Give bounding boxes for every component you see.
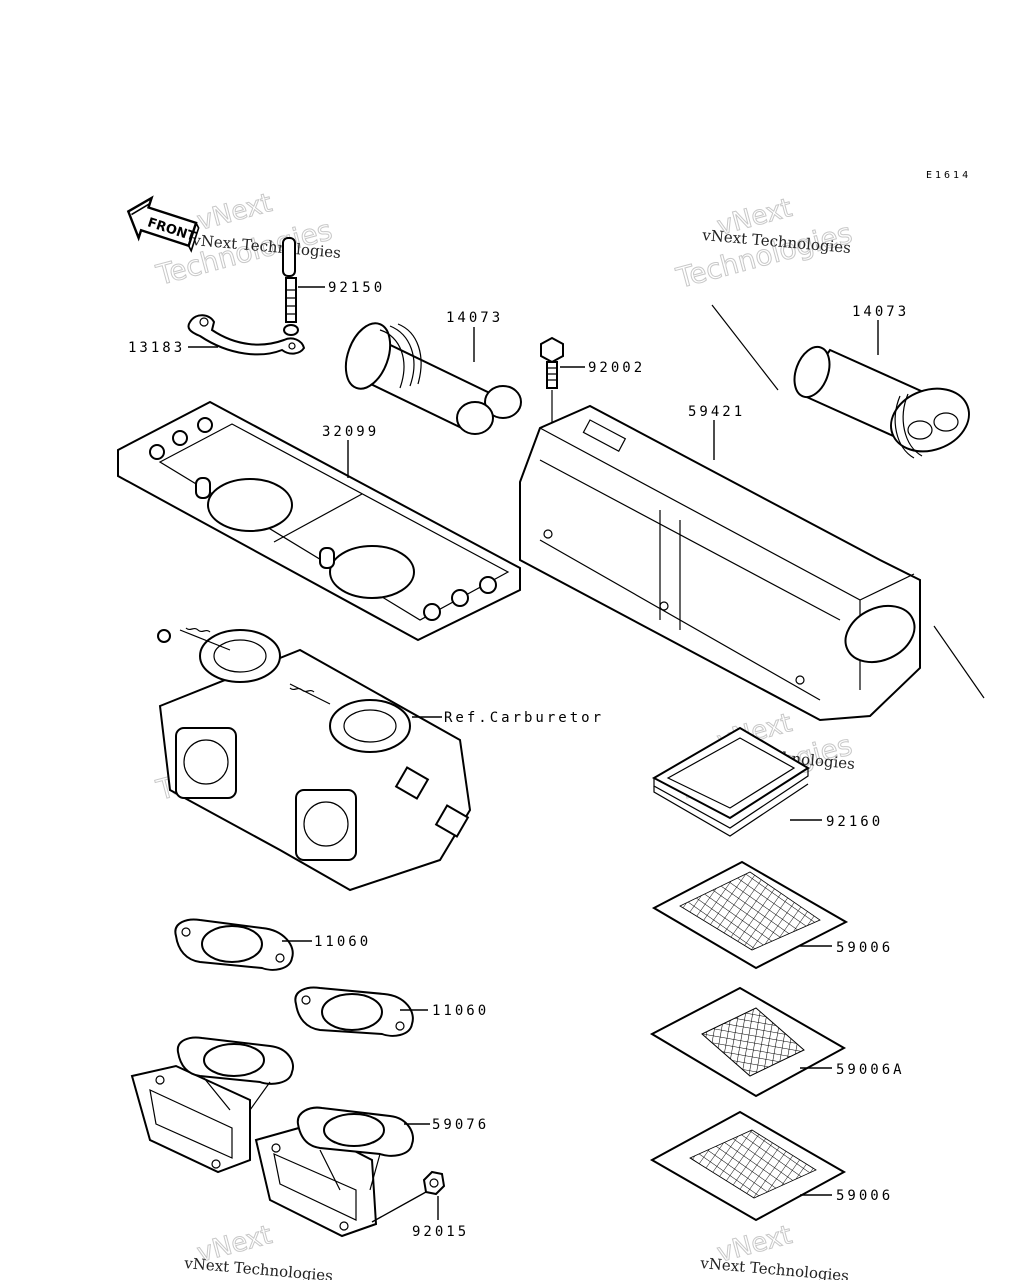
gasket-11060-lower bbox=[294, 986, 414, 1037]
diagram-code: E1614 bbox=[926, 170, 971, 181]
funnel-14073-left bbox=[344, 322, 522, 435]
pin-92150 bbox=[282, 237, 299, 336]
gasket-11060-upper bbox=[174, 918, 294, 971]
label-14073-right: 14073 bbox=[852, 304, 909, 320]
label-92160: 92160 bbox=[826, 814, 883, 830]
label-92002: 92002 bbox=[588, 360, 645, 376]
indicator-line-bottom bbox=[933, 625, 985, 699]
label-59006A: 59006A bbox=[836, 1062, 905, 1078]
watermark-small: vNext Technologies bbox=[699, 1254, 850, 1280]
label-ref-carburetor: Ref.Carburetor bbox=[444, 710, 604, 726]
nut-92015 bbox=[422, 1170, 446, 1196]
funnel-14073-right bbox=[793, 345, 970, 459]
label-13183: 13183 bbox=[128, 340, 185, 356]
screen-59006A bbox=[649, 986, 847, 1098]
label-92150: 92150 bbox=[328, 280, 385, 296]
bolt-92002 bbox=[540, 336, 564, 389]
carburetor-assembly bbox=[157, 627, 472, 892]
clamp-13183 bbox=[187, 314, 306, 356]
manifold-59076 bbox=[130, 1036, 414, 1238]
label-32099: 32099 bbox=[322, 424, 379, 440]
label-11060-upper: 11060 bbox=[314, 934, 371, 950]
airbox-59421 bbox=[519, 404, 921, 722]
label-11060-lower: 11060 bbox=[432, 1003, 489, 1019]
label-14073-left: 14073 bbox=[446, 310, 503, 326]
label-59006-top: 59006 bbox=[836, 940, 893, 956]
watermark-bottom-right: vNext vNext Technologies bbox=[699, 1220, 850, 1280]
watermark-top-right: vNext Technologies vNext Technologies bbox=[672, 193, 856, 296]
label-59421: 59421 bbox=[688, 404, 745, 420]
screen-59006-top bbox=[651, 860, 849, 970]
label-59076: 59076 bbox=[432, 1117, 489, 1133]
leader-92015-to-manifold bbox=[371, 1191, 427, 1223]
indicator-line-top bbox=[711, 304, 779, 391]
screen-59006-bottom bbox=[649, 1110, 847, 1222]
watermark-bottom-left: vNext vNext Technologies bbox=[183, 1220, 334, 1280]
front-arrow-icon: FRONT bbox=[126, 195, 200, 253]
label-59006-bottom: 59006 bbox=[836, 1188, 893, 1204]
watermark-small: vNext Technologies bbox=[183, 1254, 334, 1280]
label-92015: 92015 bbox=[412, 1224, 469, 1240]
gasket-92160 bbox=[651, 726, 810, 837]
plate-32099 bbox=[117, 400, 521, 642]
